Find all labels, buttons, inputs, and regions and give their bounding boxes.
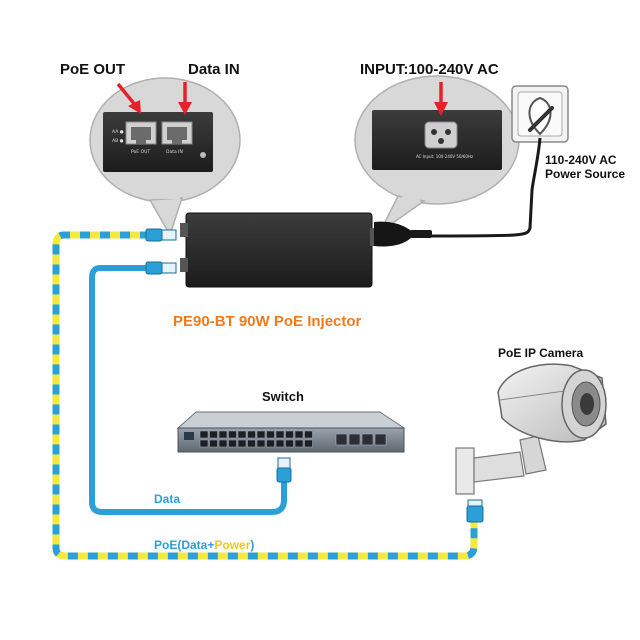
port-label-data-in: Data IN xyxy=(166,149,183,155)
switch-sfp-port xyxy=(335,433,348,446)
poe-injector xyxy=(180,212,376,288)
ground-screw xyxy=(200,152,206,158)
switch-port xyxy=(275,439,285,448)
switch-port xyxy=(256,430,266,439)
switch-port xyxy=(228,430,237,439)
poe-label-power: Power xyxy=(214,538,250,552)
switch-port xyxy=(199,439,209,448)
switch-port xyxy=(247,439,256,448)
switch-port xyxy=(294,430,304,439)
ac-socket-label: AC Input: 100-240V 50/60Hz xyxy=(416,154,473,159)
power-source-line1: 110-240V AC xyxy=(545,153,617,167)
switch-port xyxy=(228,439,237,448)
switch-port xyxy=(285,439,294,448)
data-in-port xyxy=(161,121,193,145)
rj45-plug-camera xyxy=(466,505,484,523)
poe-out-arrow xyxy=(116,82,141,114)
led-label-2: AB ● xyxy=(112,138,124,144)
switch-port xyxy=(294,439,304,448)
poe-label-prefix: PoE(Data+ xyxy=(154,538,214,552)
ac-input-callout: AC Input: 100-240V 50/60Hz xyxy=(354,75,520,233)
switch-sfp-port xyxy=(348,433,361,446)
switch-port xyxy=(199,430,209,439)
switch-port xyxy=(209,439,218,448)
switch-port xyxy=(285,430,294,439)
data-in-arrow xyxy=(178,82,192,115)
input-callout-label: INPUT:100-240V AC xyxy=(360,61,499,78)
led-label-1: AA ● xyxy=(112,129,124,135)
switch-port xyxy=(304,439,313,448)
port-label-poe-out: PoE OUT xyxy=(131,149,150,155)
switch-port xyxy=(218,439,228,448)
data-in-callout-label: Data IN xyxy=(188,61,240,78)
camera-title: PoE IP Camera xyxy=(498,346,583,360)
switch-port xyxy=(247,430,256,439)
switch-port xyxy=(275,430,285,439)
switch-port xyxy=(256,439,266,448)
poe-label-suffix: ) xyxy=(250,538,254,552)
ports-callout: AA ● AB ● PoE OUT Data IN xyxy=(89,77,241,237)
switch-port xyxy=(209,430,218,439)
ip-camera xyxy=(455,363,607,513)
switch-sfp-port xyxy=(361,433,374,446)
switch-sfp-port xyxy=(374,433,387,446)
injector-title: PE90-BT 90W PoE Injector xyxy=(173,313,362,330)
data-cable-label: Data xyxy=(154,492,180,506)
poe-cable-label: PoE(Data+Power) xyxy=(154,538,254,552)
rj45-plug-poe xyxy=(145,228,177,242)
switch-port xyxy=(304,430,313,439)
rj45-plug-switch xyxy=(276,457,292,483)
switch-port xyxy=(218,430,228,439)
switch-ports xyxy=(199,430,387,448)
ac-input-arrow xyxy=(434,82,448,116)
poe-out-port xyxy=(125,121,157,145)
power-plug xyxy=(374,221,432,247)
poe-out-callout-label: PoE OUT xyxy=(60,61,125,78)
data-cable xyxy=(89,265,287,515)
switch-port xyxy=(266,430,275,439)
switch-port xyxy=(237,430,247,439)
switch-port xyxy=(237,439,247,448)
rj45-plug-data xyxy=(145,261,177,275)
ac-socket xyxy=(424,121,458,149)
poe-cable-stripes xyxy=(52,231,478,560)
switch-title: Switch xyxy=(262,389,304,404)
power-source-line2: Power Source xyxy=(545,167,625,181)
wall-outlet xyxy=(429,85,569,238)
switch-port xyxy=(266,439,275,448)
